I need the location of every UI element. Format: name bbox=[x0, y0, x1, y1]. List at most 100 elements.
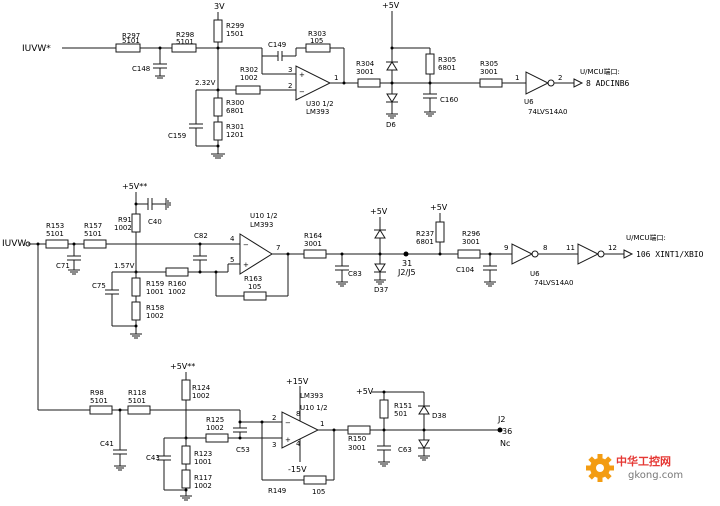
r117-ref: R117 bbox=[194, 474, 212, 482]
r299-ref: R299 bbox=[226, 22, 244, 30]
r305b-ref: R305 bbox=[480, 60, 498, 68]
r296-val: 3001 bbox=[462, 238, 480, 246]
j2-31-pin: 31 bbox=[402, 259, 412, 268]
watermark-logo: 中华工控网 gkong.com bbox=[586, 454, 683, 482]
r123-ref: R123 bbox=[194, 450, 212, 458]
j2-bot-nc: Nc bbox=[500, 439, 510, 448]
r237-ref: R237 bbox=[416, 230, 434, 238]
d37-label: D37 bbox=[374, 286, 388, 294]
net-15v-neg: -15V bbox=[288, 465, 307, 474]
resistor-r305-pullup bbox=[425, 53, 435, 75]
r118-ref: R118 bbox=[128, 389, 146, 397]
c159-label: C159 bbox=[168, 132, 186, 140]
r300-ref: R300 bbox=[226, 99, 244, 107]
gear-icon bbox=[586, 454, 614, 482]
r124-val: 1002 bbox=[192, 392, 210, 400]
r160-ref: R160 bbox=[168, 280, 186, 288]
u10-mid-ref: U10 1/2 bbox=[250, 212, 278, 220]
u30-part: LM393 bbox=[306, 108, 329, 116]
u6-mid-pin11: 11 bbox=[566, 244, 575, 252]
c82-label: C82 bbox=[194, 232, 208, 240]
u30-minus: − bbox=[299, 88, 305, 96]
net-1-57v: 1.57V bbox=[114, 262, 135, 270]
bottom-section: R98 5101 C41 R118 5101 +5V** R124 1002 R… bbox=[38, 362, 512, 501]
r301-ref: R301 bbox=[226, 123, 244, 131]
mid-dest-header: U/MCU端口: bbox=[626, 233, 666, 242]
c83-label: C83 bbox=[348, 270, 362, 278]
u10-bot-ref: U10 1/2 bbox=[300, 404, 328, 412]
net-3v: 3V bbox=[214, 2, 225, 11]
d38-label: D38 bbox=[432, 412, 446, 420]
resistor-r300 bbox=[213, 97, 223, 117]
r157-val: 5101 bbox=[84, 230, 102, 238]
resistor-r151 bbox=[379, 399, 389, 419]
u10-bot-part: LM393 bbox=[300, 392, 323, 400]
r298-val: 5101 bbox=[176, 38, 194, 46]
net-5v-mid2: +5V bbox=[370, 207, 388, 216]
resistor-r303 bbox=[305, 43, 331, 53]
r125-ref: R125 bbox=[206, 416, 224, 424]
r297-val: 5101 bbox=[122, 37, 140, 45]
u10-mid-pin7: 7 bbox=[276, 244, 280, 252]
r91-ref: R91 bbox=[118, 216, 132, 224]
c75-label: C75 bbox=[92, 282, 106, 290]
r151-ref: R151 bbox=[394, 402, 412, 410]
c41-label: C41 bbox=[100, 440, 114, 448]
resistor-r304 bbox=[357, 78, 381, 88]
u10-bot-pin1: 1 bbox=[320, 420, 324, 428]
u6-mid-pin12: 12 bbox=[608, 244, 617, 252]
net-5v-bot2: +5V bbox=[356, 387, 374, 396]
r301-val: 1201 bbox=[226, 131, 244, 139]
net-5v-top: +5V bbox=[382, 1, 400, 10]
r118-val: 5101 bbox=[128, 397, 146, 405]
c148-label: C148 bbox=[132, 65, 150, 73]
mid-dest: 106 XINT1/XBIO bbox=[636, 250, 704, 259]
r124-ref: R124 bbox=[192, 384, 211, 392]
u6-top-part: 74LVS14A0 bbox=[528, 108, 567, 116]
resistor-r158 bbox=[131, 301, 141, 321]
u30-plus: + bbox=[299, 71, 305, 79]
u30-ref: U30 1/2 bbox=[306, 100, 334, 108]
r302-ref: R302 bbox=[240, 66, 258, 74]
u6-mid-pin9: 9 bbox=[504, 244, 508, 252]
r304-val: 3001 bbox=[356, 68, 374, 76]
c40-label: C40 bbox=[148, 218, 162, 226]
resistor-r153 bbox=[45, 239, 69, 249]
r159-ref: R159 bbox=[146, 280, 164, 288]
resistor-r123 bbox=[181, 445, 191, 465]
d6-label: D6 bbox=[386, 121, 396, 129]
resistor-r160 bbox=[165, 267, 189, 277]
net-5v-bot1: +5V** bbox=[170, 362, 195, 371]
r150-ref: R150 bbox=[348, 435, 366, 443]
r117-val: 1002 bbox=[194, 482, 212, 490]
r305b-val: 3001 bbox=[480, 68, 498, 76]
c43-label: C43 bbox=[146, 454, 160, 462]
net-2-32v: 2.32V bbox=[195, 79, 216, 87]
buffer-u6-mid-b bbox=[577, 243, 600, 265]
r125-val: 1002 bbox=[206, 424, 224, 432]
opamp-u10-mid bbox=[239, 233, 273, 275]
r164-val: 3001 bbox=[304, 240, 322, 248]
u30-pin3: 3 bbox=[288, 66, 292, 74]
u6-top-ref: U6 bbox=[524, 98, 534, 106]
r296-ref: R296 bbox=[462, 230, 481, 238]
r237-val: 6801 bbox=[416, 238, 434, 246]
r302-val: 1002 bbox=[240, 74, 258, 82]
net-iuvw-top: IUVW* bbox=[22, 44, 51, 54]
resistor-r125 bbox=[205, 433, 229, 443]
resistor-r163 bbox=[243, 291, 267, 301]
r297-ref: R297 bbox=[122, 32, 140, 40]
resistor-r299 bbox=[213, 19, 223, 43]
watermark-url: gkong.com bbox=[628, 470, 683, 481]
resistor-r297 bbox=[115, 43, 141, 53]
u6-top-pin2: 2 bbox=[558, 74, 562, 82]
u10-mid-minus: − bbox=[243, 241, 249, 249]
u6-top-pin1: 1 bbox=[515, 74, 519, 82]
r153-ref: R153 bbox=[46, 222, 64, 230]
resistor-r124 bbox=[181, 379, 191, 401]
r149-ref: R149 bbox=[268, 487, 286, 495]
r149-val: 105 bbox=[312, 488, 325, 496]
r123-val: 1001 bbox=[194, 458, 212, 466]
c160-label: C160 bbox=[440, 96, 458, 104]
